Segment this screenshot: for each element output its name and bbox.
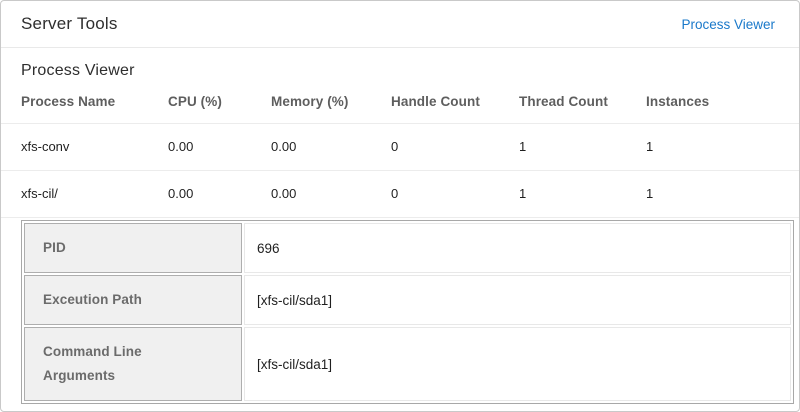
cell-handle-count: 0 [391, 170, 519, 218]
detail-value-pid: 696 [244, 223, 791, 273]
titlebar: Server Tools Process Viewer [1, 1, 799, 48]
page-title: Server Tools [21, 14, 118, 33]
detail-label-command-line-arguments: Command Line Arguments [24, 327, 242, 401]
process-detail-panel: PID 696 Exceution Path [xfs-cil/sda1] Co… [21, 220, 794, 404]
process-row-xfs-conv[interactable]: xfs-conv 0.00 0.00 0 1 1 [1, 123, 799, 171]
section-title: Process Viewer [21, 62, 135, 79]
detail-row-pid: PID 696 [24, 223, 791, 273]
detail-value-execution-path: [xfs-cil/sda1] [244, 275, 791, 325]
cell-thread-count: 1 [519, 123, 646, 171]
column-header-cpu: CPU (%) [168, 82, 271, 124]
process-table-header-row: Process Name CPU (%) Memory (%) Handle C… [1, 82, 799, 124]
column-header-process-name: Process Name [1, 82, 168, 124]
detail-value-command-line-arguments: [xfs-cil/sda1] [244, 327, 791, 401]
process-table: Process Name CPU (%) Memory (%) Handle C… [1, 82, 799, 218]
detail-label-execution-path: Exceution Path [24, 275, 242, 325]
detail-label-pid: PID [24, 223, 242, 273]
detail-row-command-line-arguments: Command Line Arguments [xfs-cil/sda1] [24, 327, 791, 401]
cell-thread-count: 1 [519, 170, 646, 218]
column-header-instances: Instances [646, 82, 799, 124]
cell-instances: 1 [646, 170, 799, 218]
column-header-thread-count: Thread Count [519, 82, 646, 124]
cell-instances: 1 [646, 123, 799, 171]
cell-memory: 0.00 [271, 123, 391, 171]
process-viewer-link[interactable]: Process Viewer [681, 16, 775, 32]
cell-process-name: xfs-cil/ [1, 170, 168, 218]
cell-cpu: 0.00 [168, 123, 271, 171]
detail-row-execution-path: Exceution Path [xfs-cil/sda1] [24, 275, 791, 325]
cell-handle-count: 0 [391, 123, 519, 171]
cell-cpu: 0.00 [168, 170, 271, 218]
process-row-xfs-cil[interactable]: xfs-cil/ 0.00 0.00 0 1 1 [1, 170, 799, 218]
cell-process-name: xfs-conv [1, 123, 168, 171]
cell-memory: 0.00 [271, 170, 391, 218]
column-header-handle-count: Handle Count [391, 82, 519, 124]
column-header-memory: Memory (%) [271, 82, 391, 124]
